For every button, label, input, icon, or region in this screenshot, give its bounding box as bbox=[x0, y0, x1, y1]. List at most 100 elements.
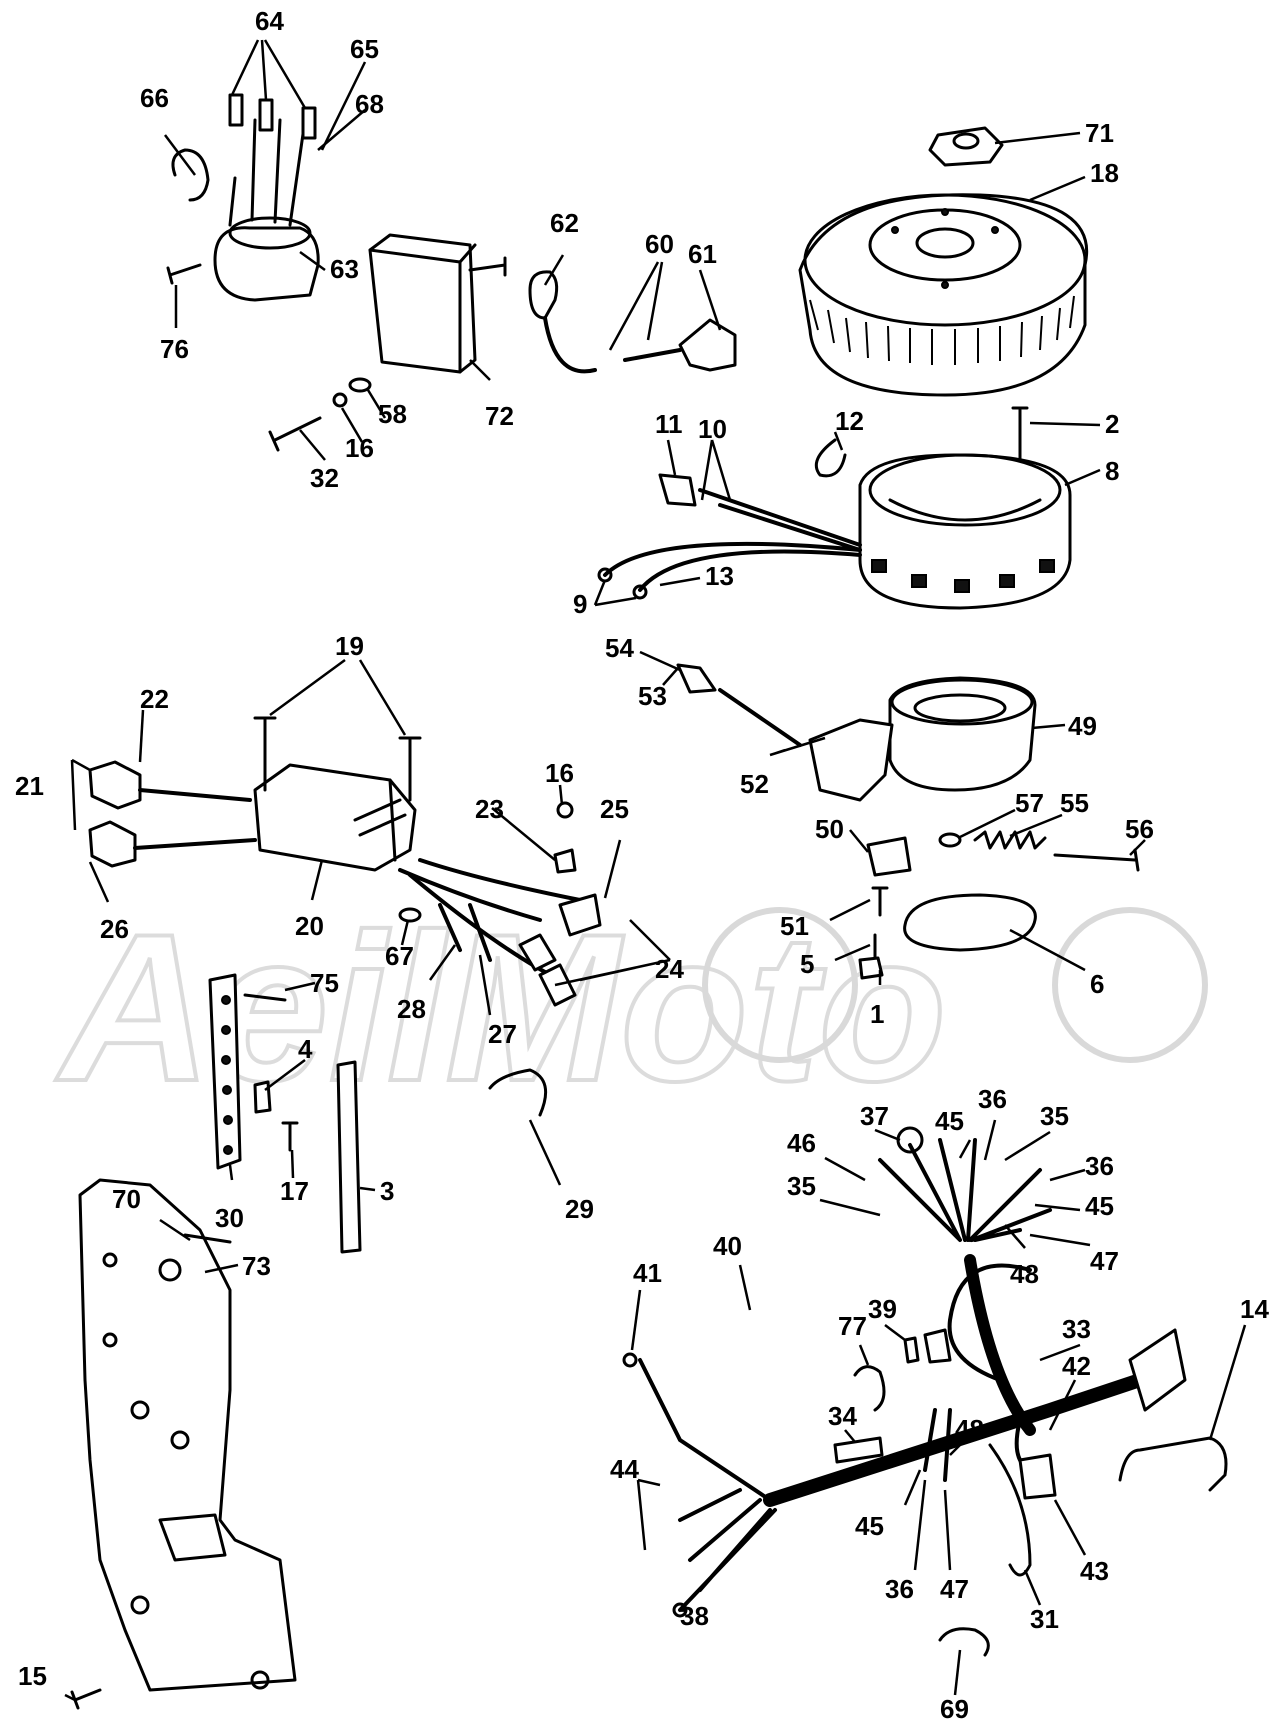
leader-lines bbox=[64, 39, 1247, 1702]
callout-15: 15 bbox=[18, 1661, 47, 1691]
callout-77: 77 bbox=[838, 1311, 867, 1341]
part-spring-55 bbox=[973, 830, 1047, 850]
part-spark-lead bbox=[528, 270, 737, 374]
callout-60: 60 bbox=[645, 229, 674, 259]
part-screw-75 bbox=[243, 993, 287, 1002]
callout-61: 61 bbox=[688, 239, 717, 269]
callout-9: 9 bbox=[573, 589, 587, 619]
part-power-pack-leads bbox=[398, 858, 602, 1007]
callout-69: 69 bbox=[940, 1694, 969, 1722]
part-clamp-29 bbox=[488, 1068, 548, 1117]
callout-58: 58 bbox=[378, 399, 407, 429]
part-nut-16 bbox=[556, 801, 574, 819]
callout-13: 13 bbox=[705, 561, 734, 591]
callout-19: 19 bbox=[335, 631, 364, 661]
callout-14: 14 bbox=[1240, 1294, 1269, 1324]
callout-1: 1 bbox=[870, 999, 884, 1029]
callout-54: 54 bbox=[605, 633, 634, 663]
part-bolt-19b bbox=[398, 736, 422, 802]
part-mounting-plate bbox=[78, 1178, 297, 1692]
part-clip-77 bbox=[853, 1365, 886, 1412]
callout-31: 31 bbox=[1030, 1604, 1059, 1634]
callout-64: 64 bbox=[255, 6, 284, 36]
callout-24: 24 bbox=[655, 954, 684, 984]
callout-5: 5 bbox=[800, 949, 814, 979]
callout-26: 26 bbox=[100, 914, 129, 944]
callout-65: 65 bbox=[350, 34, 379, 64]
callout-34: 34 bbox=[828, 1401, 857, 1431]
callout-25: 25 bbox=[600, 794, 629, 824]
callout-33: 33 bbox=[1062, 1314, 1091, 1344]
callout-41: 41 bbox=[633, 1258, 662, 1288]
callout-72: 72 bbox=[485, 401, 514, 431]
callout-49: 49 bbox=[1068, 711, 1097, 741]
callout-45-mid: 45 bbox=[1085, 1191, 1114, 1221]
callout-10: 10 bbox=[698, 414, 727, 444]
part-connector-39 bbox=[903, 1336, 920, 1364]
callout-labels: 64 65 66 68 63 76 62 60 61 71 18 72 58 1… bbox=[15, 6, 1269, 1722]
watermark-text: AeilMoto bbox=[55, 890, 947, 1125]
callout-48-top: 48 bbox=[1010, 1259, 1039, 1289]
callout-62: 62 bbox=[550, 208, 579, 238]
part-fuse-34 bbox=[833, 1436, 884, 1464]
callout-43: 43 bbox=[1080, 1556, 1109, 1586]
callout-76: 76 bbox=[160, 334, 189, 364]
callout-17: 17 bbox=[280, 1176, 309, 1206]
callout-8: 8 bbox=[1105, 456, 1119, 486]
callout-36-bot: 36 bbox=[885, 1574, 914, 1604]
part-clamp-69 bbox=[938, 1627, 990, 1657]
callout-45-bot: 45 bbox=[855, 1511, 884, 1541]
callout-71: 71 bbox=[1085, 118, 1114, 148]
part-solenoid bbox=[213, 93, 320, 302]
callout-32: 32 bbox=[310, 463, 339, 493]
part-nut-57 bbox=[938, 832, 962, 848]
callout-55: 55 bbox=[1060, 788, 1089, 818]
callout-16-mid: 16 bbox=[545, 758, 574, 788]
callout-68: 68 bbox=[355, 89, 384, 119]
callout-47-bot: 47 bbox=[940, 1574, 969, 1604]
part-clip-1 bbox=[858, 956, 884, 980]
part-ignition-coil bbox=[368, 233, 507, 374]
part-bolt-56 bbox=[1053, 848, 1140, 872]
callout-11: 11 bbox=[655, 409, 683, 439]
callout-30: 30 bbox=[215, 1203, 244, 1233]
part-screw-17 bbox=[281, 1121, 299, 1152]
callout-44: 44 bbox=[610, 1454, 639, 1484]
part-spacer-50 bbox=[866, 836, 912, 877]
callout-66: 66 bbox=[140, 83, 169, 113]
part-retainer-ring bbox=[903, 893, 1037, 952]
part-nut bbox=[928, 126, 1004, 167]
callout-36-mid: 36 bbox=[1085, 1151, 1114, 1181]
part-clamp-12 bbox=[814, 438, 847, 478]
callout-67: 67 bbox=[385, 941, 414, 971]
callout-46: 46 bbox=[787, 1128, 816, 1158]
part-trigger bbox=[676, 663, 1037, 802]
callout-35-mid: 35 bbox=[787, 1171, 816, 1201]
part-lockwasher-16 bbox=[332, 392, 348, 408]
callout-37: 37 bbox=[860, 1101, 889, 1131]
callout-73: 73 bbox=[242, 1251, 271, 1281]
callout-12: 12 bbox=[835, 406, 864, 436]
callout-20: 20 bbox=[295, 911, 324, 941]
callout-50: 50 bbox=[815, 814, 844, 844]
part-cover-3 bbox=[336, 1060, 362, 1254]
callout-36-top: 36 bbox=[978, 1084, 1007, 1114]
part-bolt-32 bbox=[268, 416, 322, 452]
part-power-pack bbox=[253, 763, 417, 872]
callout-51: 51 bbox=[780, 911, 809, 941]
callout-53: 53 bbox=[638, 681, 667, 711]
callout-56: 56 bbox=[1125, 814, 1154, 844]
callout-16-top: 16 bbox=[345, 433, 374, 463]
part-washer-58 bbox=[348, 377, 372, 393]
callout-2: 2 bbox=[1105, 409, 1119, 439]
callout-47-top: 47 bbox=[1090, 1246, 1119, 1276]
part-screw-51 bbox=[871, 886, 889, 917]
part-clamp-23 bbox=[553, 848, 577, 874]
part-wire-guide-14 bbox=[1118, 1436, 1228, 1492]
callout-22: 22 bbox=[140, 684, 169, 714]
part-screw-2 bbox=[1011, 406, 1029, 462]
callout-35-top: 35 bbox=[1040, 1101, 1069, 1131]
part-screw-15 bbox=[70, 1688, 102, 1710]
callout-75: 75 bbox=[310, 968, 339, 998]
